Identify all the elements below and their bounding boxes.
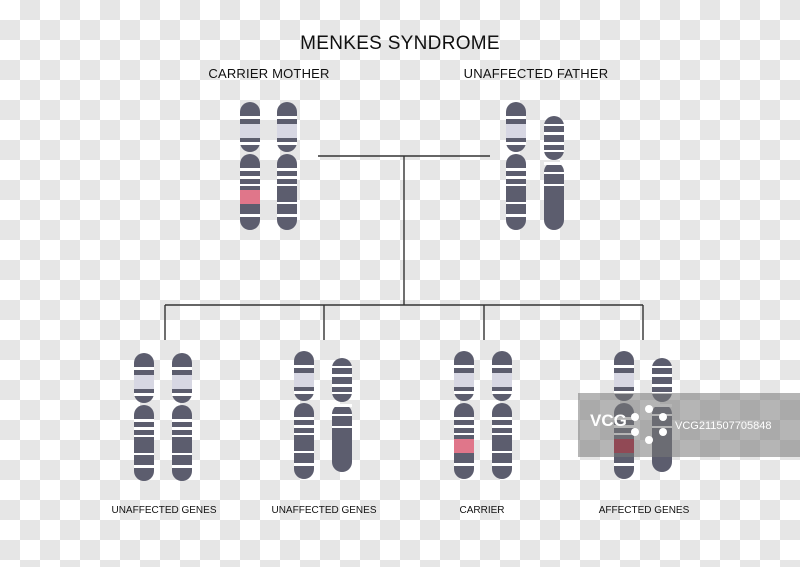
- father-y-chromosome: [544, 116, 564, 230]
- child-2-y-chromosome: [332, 358, 352, 472]
- child-1-label: UNAFFECTED GENES: [111, 505, 217, 516]
- watermark-logo: VCG: [590, 411, 627, 430]
- watermark: VCG VCG211507705848: [578, 393, 800, 457]
- child-4-label: AFFECTED GENES: [598, 505, 690, 516]
- child-3-x-chromosome-1: [454, 351, 474, 479]
- mother-x-chromosome-2: [277, 102, 297, 230]
- watermark-id: VCG211507705848: [675, 420, 772, 432]
- mother-label: CARRIER MOTHER: [208, 66, 330, 81]
- child-2-label: UNAFFECTED GENES: [271, 505, 377, 516]
- child-1-x-chromosome-1: [134, 353, 154, 481]
- child-1-x-chromosome-2: [172, 353, 192, 481]
- connector-lines: [164, 155, 644, 340]
- child-2-x-chromosome: [294, 351, 314, 479]
- page-title: MENKES SYNDROME: [300, 33, 500, 54]
- father-label: UNAFFECTED FATHER: [463, 66, 609, 81]
- watermark-mark-icon: [631, 405, 667, 444]
- child-3-x-chromosome-2: [492, 351, 512, 479]
- father-x-chromosome: [506, 102, 526, 230]
- mother-x-chromosome-1: [240, 102, 260, 230]
- child-3-label: CARRIER: [459, 505, 505, 516]
